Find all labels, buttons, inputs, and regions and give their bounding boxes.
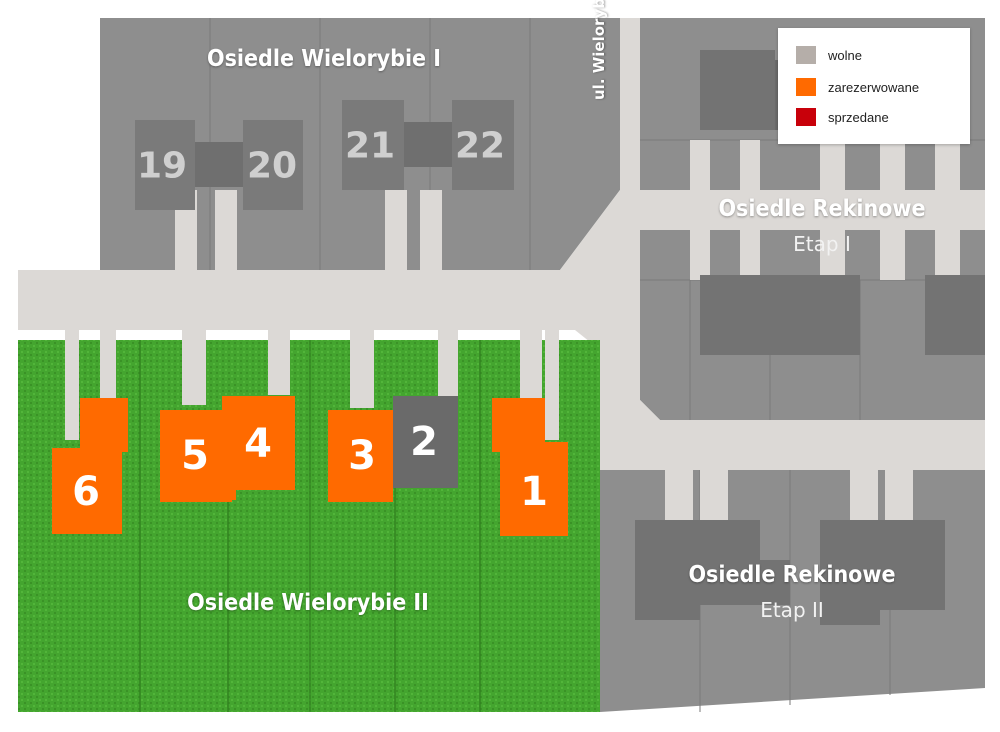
green-driveways xyxy=(65,330,559,440)
area-label-wielorybie-i: Osiedle Wielorybie I xyxy=(207,46,441,72)
lot-3-shape[interactable] xyxy=(328,410,393,502)
lot-5-shape[interactable] xyxy=(160,402,232,502)
lots xyxy=(52,396,568,536)
house-number-20: 20 xyxy=(246,145,298,187)
lot-4-shape[interactable] xyxy=(222,396,295,500)
area-label-wielorybie-ii: Osiedle Wielorybie II xyxy=(187,590,429,616)
lot-number-5[interactable]: 5 xyxy=(181,433,209,479)
lot-number-3[interactable]: 3 xyxy=(348,433,376,479)
existing-houses-wielorybie-i xyxy=(135,100,514,210)
area-label-rekinowe-i: Osiedle Rekinowe xyxy=(718,196,926,222)
legend-label-zarezerwowane: zarezerwowane xyxy=(828,79,920,95)
green-lot-lines xyxy=(139,340,481,712)
area-label-rekinowe-ii: Osiedle Rekinowe xyxy=(688,562,896,588)
road-network xyxy=(18,18,985,520)
legend-label-sprzedane: sprzedane xyxy=(828,109,889,125)
lot-6-shape[interactable] xyxy=(52,398,128,534)
lot-number-6[interactable]: 6 xyxy=(72,469,100,515)
legend-item-sprzedane: sprzedane xyxy=(796,108,889,126)
legend-swatch-zarezerwowane xyxy=(796,78,816,96)
legend: wolne zarezerwowane sprzedane xyxy=(778,28,970,144)
legend-item-wolne: wolne xyxy=(796,46,862,64)
lot-number-1[interactable]: 1 xyxy=(520,469,548,515)
area-sublabel-rekinowe-i: Etap I xyxy=(793,232,851,256)
legend-swatch-wolne xyxy=(796,46,816,64)
lot-1-shape[interactable] xyxy=(492,398,568,536)
lot-2-shape[interactable] xyxy=(393,396,458,488)
house-number-21: 21 xyxy=(344,125,396,167)
area-sublabel-rekinowe-ii: Etap II xyxy=(760,598,824,622)
street-label: ul. Wielorybia xyxy=(590,0,608,100)
legend-label-wolne: wolne xyxy=(828,47,862,63)
legend-item-zarezerwowane: zarezerwowane xyxy=(796,78,919,96)
house-number-19: 19 xyxy=(136,145,188,187)
existing-houses-rekinowe-ii xyxy=(635,520,945,625)
house-number-22: 22 xyxy=(454,125,506,167)
legend-swatch-sprzedane xyxy=(796,108,816,126)
lot-number-2[interactable]: 2 xyxy=(410,419,438,465)
lot-number-4[interactable]: 4 xyxy=(244,421,272,467)
